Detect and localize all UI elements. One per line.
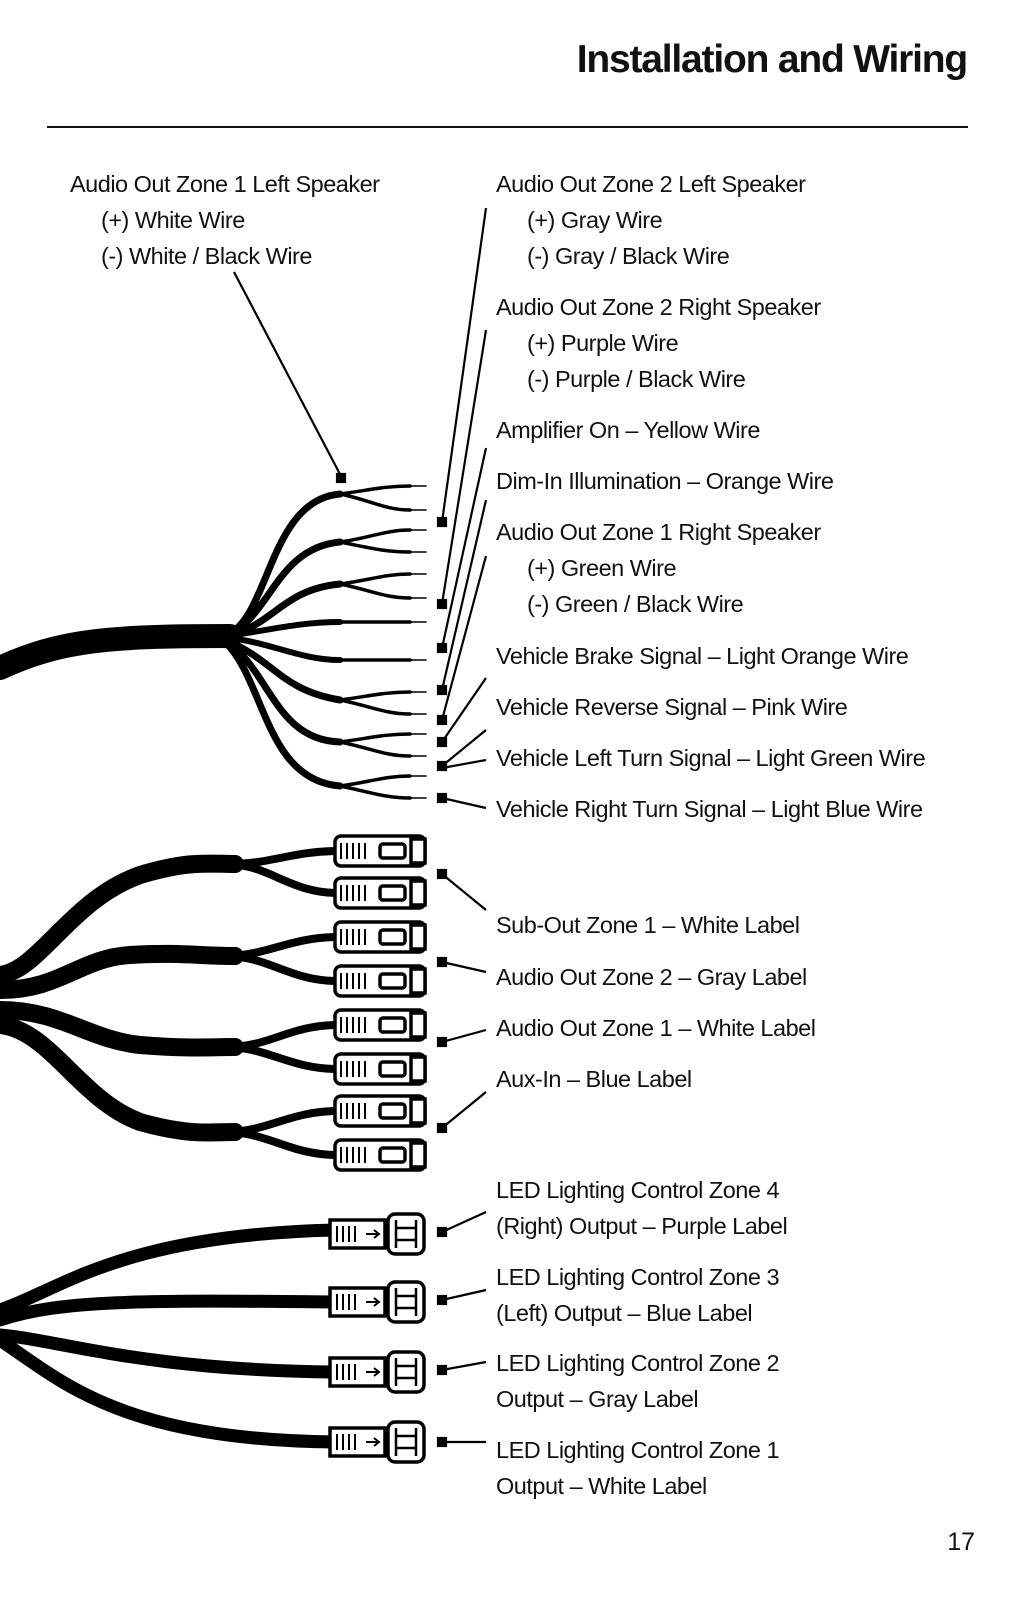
label-dim-in: Dim-In Illumination – Orange Wire [496, 468, 834, 494]
led-connectors [328, 1212, 426, 1464]
label-led-zone1-line2: Output – White Label [496, 1473, 707, 1499]
label-led-zone3: LED Lighting Control Zone 3 (Left) Outpu… [496, 1259, 780, 1331]
label-zone1-left-title: Audio Out Zone 1 Left Speaker [70, 171, 380, 197]
label-zone1-right-speaker: Audio Out Zone 1 Right Speaker (+) Green… [496, 514, 821, 622]
label-led-zone3-line2: (Left) Output – Blue Label [496, 1300, 753, 1326]
label-led-zone4-line2: (Right) Output – Purple Label [496, 1213, 788, 1239]
rca-connectors [333, 834, 427, 1172]
label-led-zone3-line1: LED Lighting Control Zone 3 [496, 1264, 780, 1290]
label-led-zone2-line2: Output – Gray Label [496, 1386, 699, 1412]
label-led-zone4-line1: LED Lighting Control Zone 4 [496, 1177, 780, 1203]
page-number: 17 [947, 1528, 975, 1556]
label-audio-out-2: Audio Out Zone 2 – Gray Label [496, 964, 807, 990]
rca-harness [0, 847, 339, 1159]
label-led-zone2-line1: LED Lighting Control Zone 2 [496, 1350, 780, 1376]
label-zone2-right-pos: (+) Purple Wire [527, 330, 679, 356]
label-zone2-right-speaker: Audio Out Zone 2 Right Speaker (+) Purpl… [496, 289, 821, 397]
label-led-zone1: LED Lighting Control Zone 1 Output – Whi… [496, 1432, 780, 1504]
label-zone1-left-neg: (-) White / Black Wire [101, 243, 312, 269]
label-zone2-left-speaker: Audio Out Zone 2 Left Speaker (+) Gray W… [496, 166, 806, 274]
label-led-zone4: LED Lighting Control Zone 4 (Right) Outp… [496, 1172, 788, 1244]
page-title: Installation and Wiring [576, 38, 968, 81]
label-led-zone2: LED Lighting Control Zone 2 Output – Gra… [496, 1345, 780, 1417]
label-audio-out-1: Audio Out Zone 1 – White Label [496, 1015, 816, 1041]
label-aux-in: Aux-In – Blue Label [496, 1066, 692, 1092]
leader-lines [233, 207, 488, 1448]
label-right-turn: Vehicle Right Turn Signal – Light Blue W… [496, 796, 923, 822]
header-divider [47, 126, 968, 128]
label-zone2-left-title: Audio Out Zone 2 Left Speaker [496, 171, 806, 197]
label-zone1-right-neg: (-) Green / Black Wire [527, 591, 744, 617]
label-zone2-left-pos: (+) Gray Wire [527, 207, 663, 233]
speaker-harness-main-cable [0, 624, 242, 680]
label-zone1-right-pos: (+) Green Wire [527, 555, 677, 581]
label-zone2-left-neg: (-) Gray / Black Wire [527, 243, 730, 269]
label-zone1-left-speaker: Audio Out Zone 1 Left Speaker (+) White … [70, 166, 380, 274]
label-zone1-left-pos: (+) White Wire [101, 207, 245, 233]
label-zone2-right-title: Audio Out Zone 2 Right Speaker [496, 294, 821, 320]
label-amplifier-on: Amplifier On – Yellow Wire [496, 417, 760, 443]
label-zone2-right-neg: (-) Purple / Black Wire [527, 366, 746, 392]
label-brake: Vehicle Brake Signal – Light Orange Wire [496, 643, 909, 669]
led-harness [0, 1223, 342, 1449]
label-sub-out: Sub-Out Zone 1 – White Label [496, 912, 800, 938]
speaker-harness [0, 484, 427, 800]
label-reverse: Vehicle Reverse Signal – Pink Wire [496, 694, 848, 720]
label-led-zone1-line1: LED Lighting Control Zone 1 [496, 1437, 780, 1463]
label-left-turn: Vehicle Left Turn Signal – Light Green W… [496, 745, 926, 771]
label-zone1-right-title: Audio Out Zone 1 Right Speaker [496, 519, 821, 545]
